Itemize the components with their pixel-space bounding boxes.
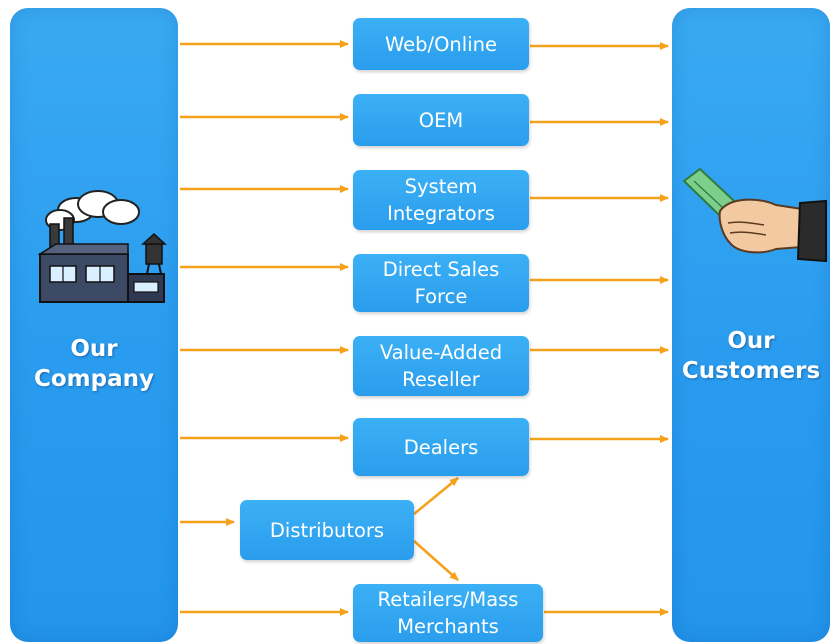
channel-oem: OEM [353, 94, 529, 146]
channel-system-integrators: System Integrators [353, 170, 529, 230]
channel-value-added-reseller: Value-Added Reseller [353, 336, 529, 396]
channel-dealers: Dealers [353, 418, 529, 476]
our-customers-label: Our Customers [681, 328, 821, 384]
factory-icon [37, 190, 167, 303]
arrow-distributors-to-retailers [413, 540, 459, 581]
arrow-distributors-to-dealers [413, 476, 459, 516]
our-customers-block: Our Customers [672, 8, 830, 642]
intermediary-distributors: Distributors [240, 500, 414, 560]
channel-retailers-mass-merchants: Retailers/Mass Merchants [353, 584, 543, 642]
channel-web-online: Web/Online [353, 18, 529, 70]
hand-with-money-icon [682, 167, 827, 263]
our-company-block: Our Company [10, 8, 178, 642]
channel-direct-sales-force: Direct Sales Force [353, 254, 529, 312]
our-company-label: Our Company [34, 336, 154, 392]
